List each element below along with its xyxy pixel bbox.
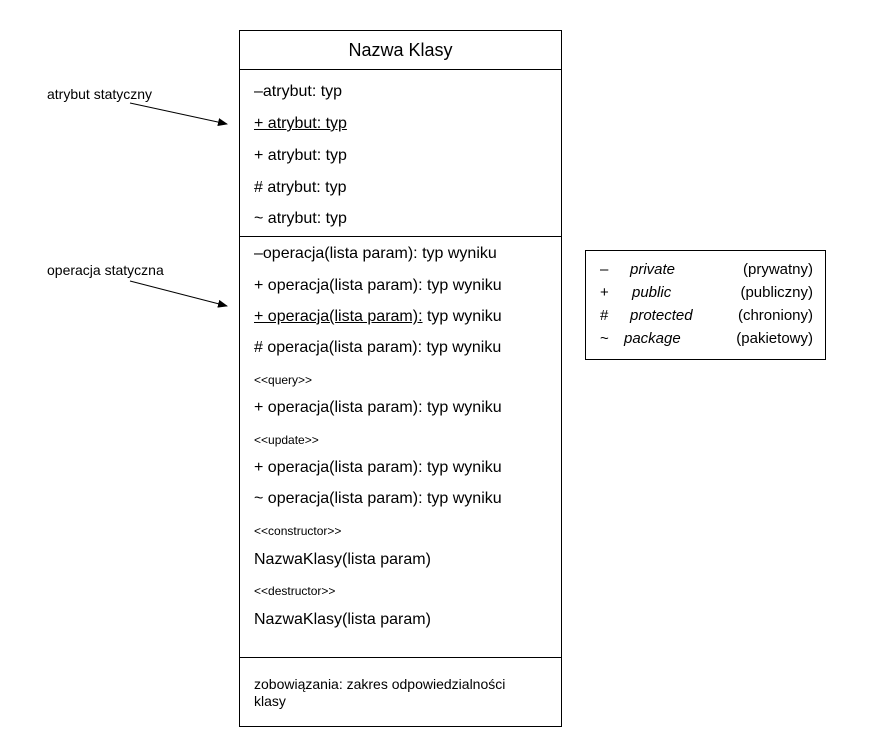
operation-private: –operacja(lista param): typ wyniku — [254, 245, 497, 262]
operation-public: + operacja(lista param): typ wyniku — [254, 277, 502, 294]
stereotype-update: <<update>> — [254, 433, 319, 447]
attribute-protected: # atrybut: typ — [254, 179, 347, 196]
legend-symbol: + — [600, 284, 609, 301]
stereotype-destructor: <<destructor>> — [254, 584, 336, 598]
stereotype-query: <<query>> — [254, 373, 313, 387]
uml-class-box: Nazwa Klasy –atrybut: typ + atrybut: typ… — [239, 30, 562, 727]
operation-static: + operacja(lista param): typ wyniku — [254, 307, 502, 327]
legend-symbol: # — [600, 307, 609, 324]
legend-row-public: + public (publiczny) — [586, 282, 825, 304]
legend-name: public — [632, 284, 672, 301]
static-operation-label: operacja statyczna — [47, 262, 164, 278]
legend-name: protected — [630, 307, 693, 324]
attribute-static: + atrybut: typ — [254, 115, 347, 132]
operation-update: + operacja(lista param): typ wyniku — [254, 459, 502, 476]
legend-row-package: ~ package (pakietowy) — [586, 328, 825, 350]
operation-constructor: NazwaKlasy(lista param) — [254, 551, 431, 568]
class-name: Nazwa Klasy — [348, 40, 453, 60]
legend-polish: (prywatny) — [742, 261, 813, 278]
legend-polish: (pakietowy) — [736, 330, 813, 347]
operations-divider — [240, 657, 561, 658]
operation-static-return: typ wyniku — [422, 308, 502, 325]
attribute-private: –atrybut: typ — [254, 83, 343, 100]
responsibilities-text: zobowiązania: zakres odpowiedzialności k… — [254, 676, 506, 709]
operation-destructor: NazwaKlasy(lista param) — [254, 611, 431, 628]
operation-query: + operacja(lista param): typ wyniku — [254, 399, 502, 416]
static-operation-arrow — [129, 280, 228, 308]
attributes-divider — [240, 236, 561, 237]
legend-symbol: – — [600, 261, 609, 278]
title-divider — [240, 69, 561, 70]
legend-row-protected: # protected (chroniony) — [586, 305, 825, 327]
static-attribute-arrow — [129, 102, 228, 127]
visibility-legend: – private (prywatny) + public (publiczny… — [585, 250, 826, 360]
legend-name: private — [630, 261, 676, 278]
legend-name: package — [624, 330, 681, 347]
operation-static-signature: + operacja(lista param): — [254, 308, 423, 325]
legend-symbol: ~ — [600, 330, 609, 347]
static-attribute-label: atrybut statyczny — [47, 86, 153, 102]
legend-polish: (publiczny) — [740, 284, 813, 301]
operation-package: ~ operacja(lista param): typ wyniku — [254, 490, 502, 507]
legend-polish: (chroniony) — [737, 307, 813, 324]
stereotype-constructor: <<constructor>> — [254, 524, 342, 538]
operation-protected: # operacja(lista param): typ wyniku — [254, 339, 502, 356]
attribute-public: + atrybut: typ — [254, 147, 347, 164]
legend-row-private: – private (prywatny) — [586, 259, 825, 281]
attribute-package: ~ atrybut: typ — [254, 210, 347, 227]
